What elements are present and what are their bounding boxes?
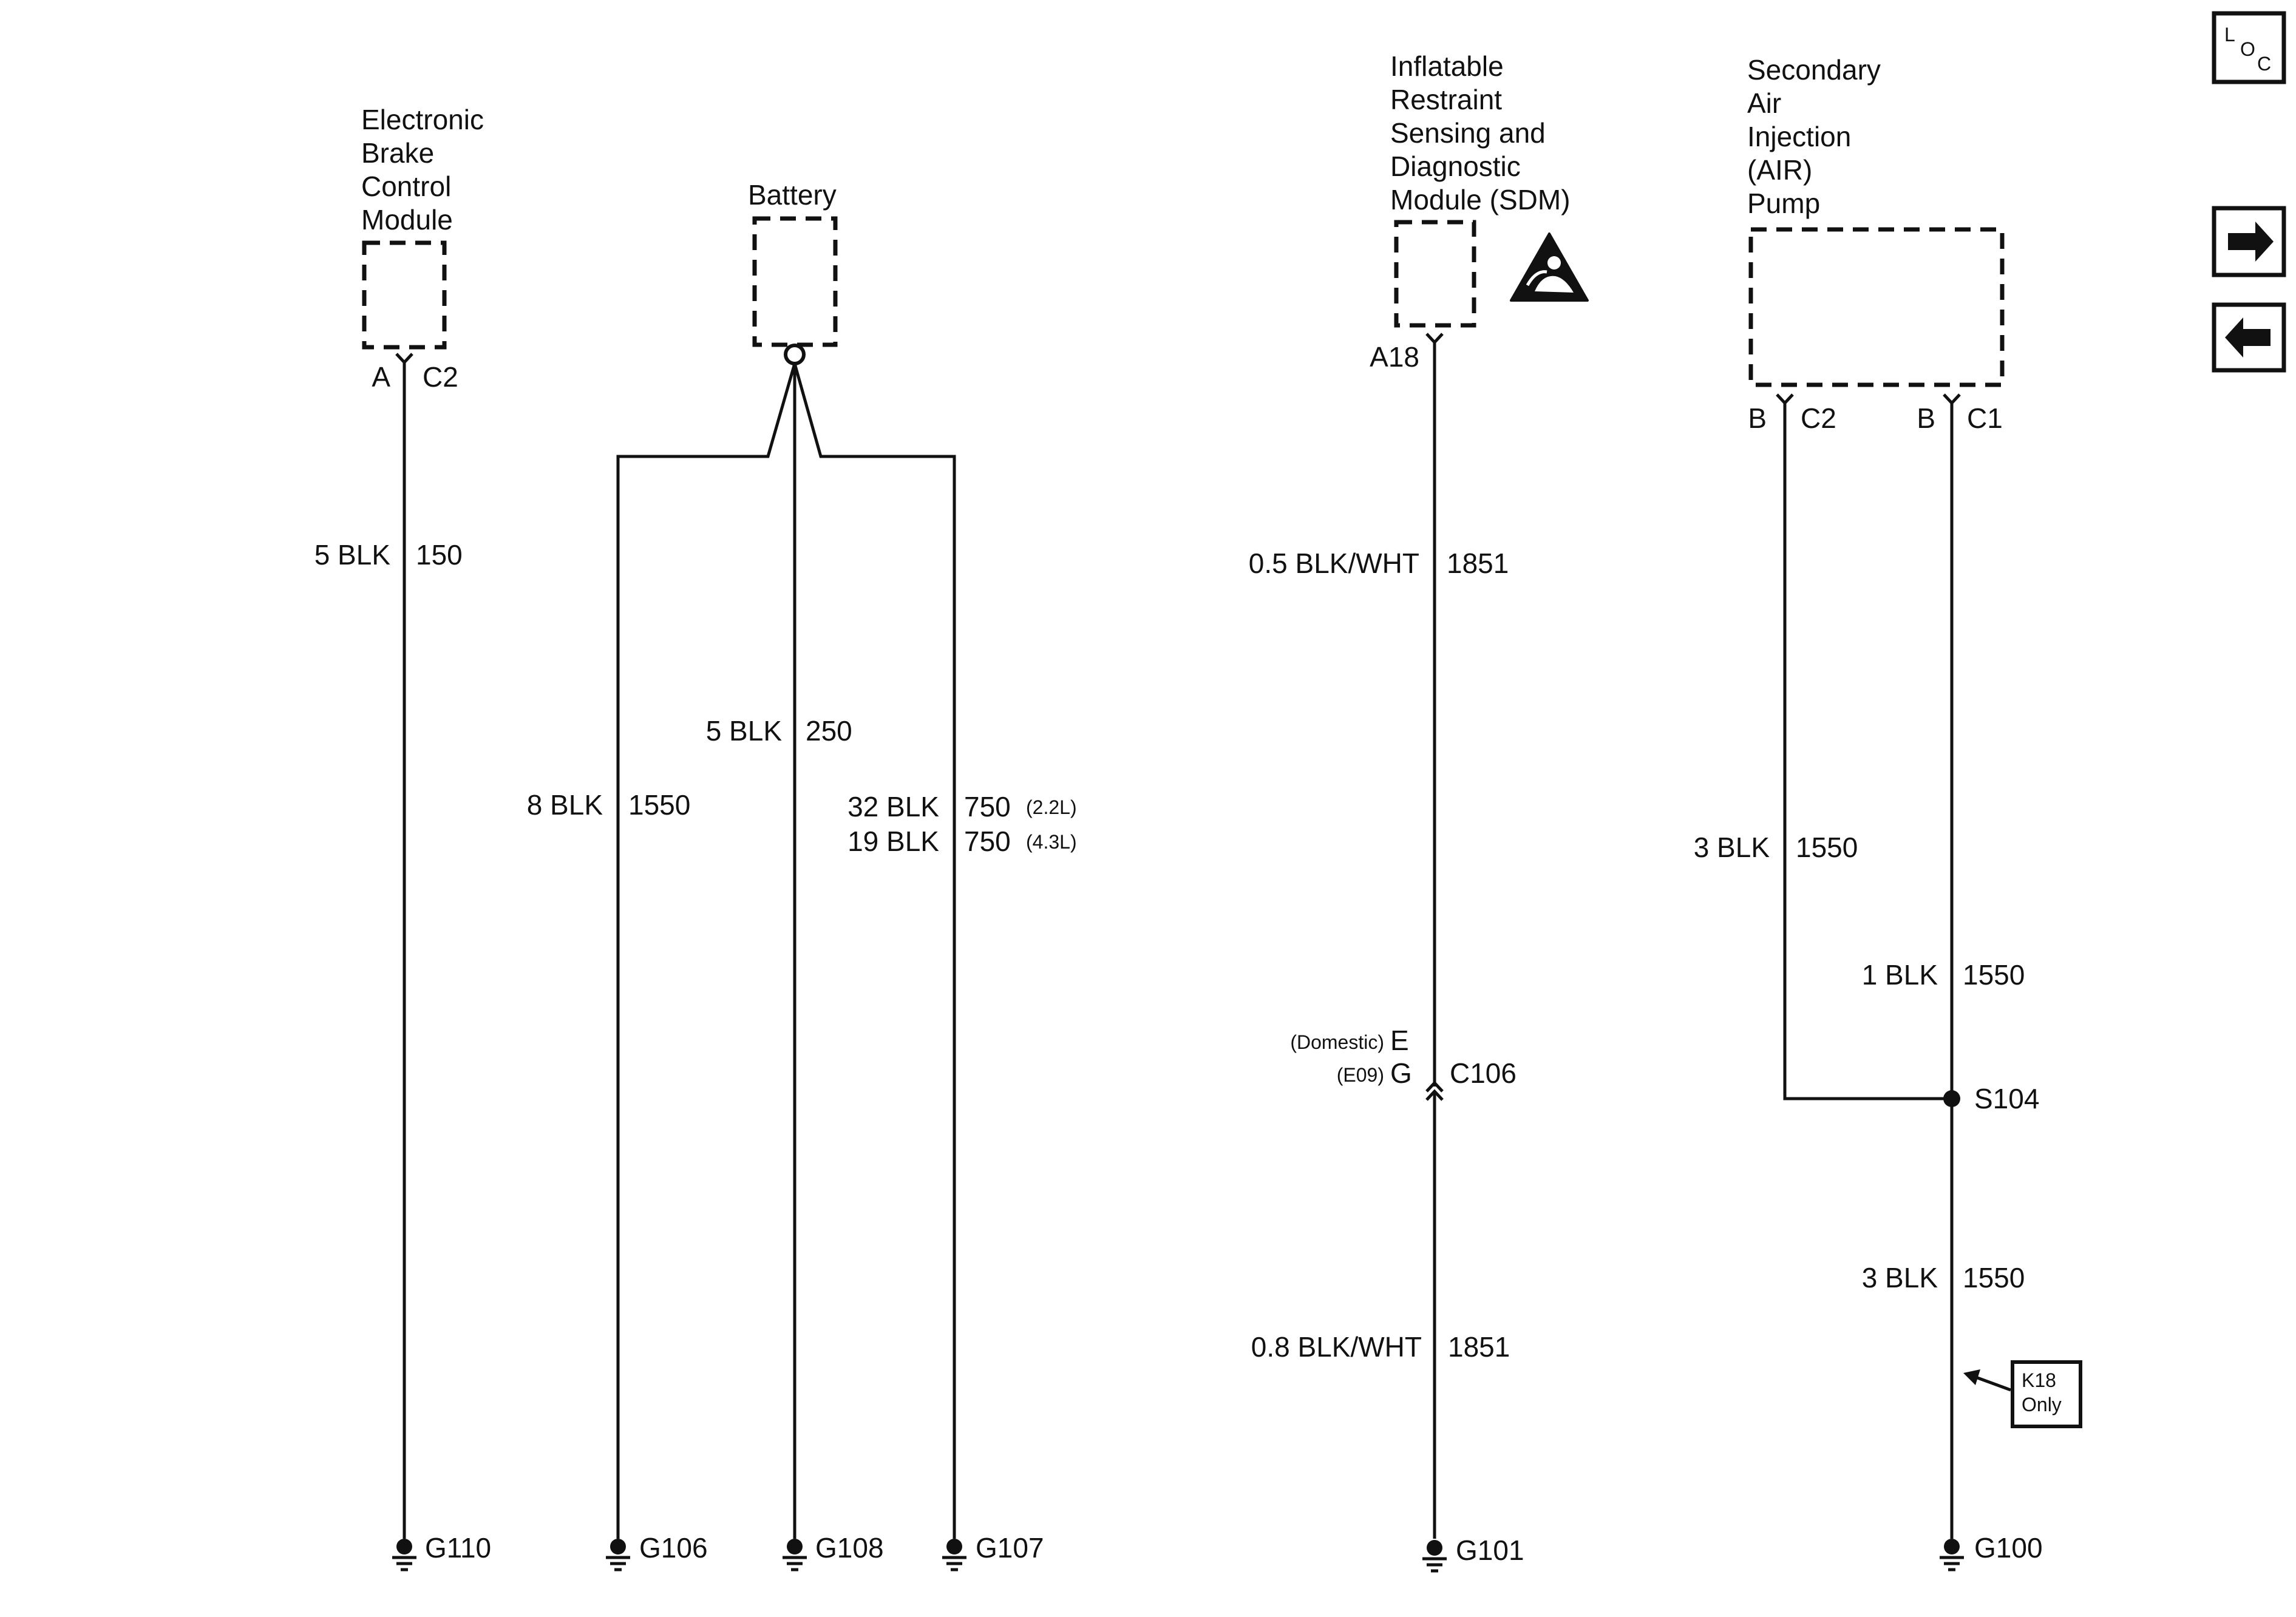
- ebcm-pin: A: [372, 361, 390, 393]
- ground-g100-label: G100: [1974, 1532, 2043, 1564]
- air-c2-wire-circuit: 1550: [1796, 832, 1858, 863]
- ebcm-component: Electronic Brake Control Module A C2: [361, 104, 484, 393]
- battery-g107-wire-b-size-color: 19 BLK: [847, 825, 939, 857]
- ebcm-wire-circuit: 150: [416, 539, 463, 571]
- battery-g107-wire-b-note: (4.3L): [1026, 831, 1077, 853]
- battery-g107-wire: [793, 363, 956, 1539]
- ground-g106-label: G106: [639, 1532, 708, 1564]
- sdm-lower-wire-circuit: 1851: [1448, 1331, 1510, 1363]
- air-pump-box: [1748, 227, 2005, 387]
- ground-g107-label: G107: [976, 1532, 1044, 1564]
- ground-g107: G107: [942, 1532, 1044, 1571]
- c106-e09-pin: G: [1390, 1057, 1412, 1089]
- ebcm-name-line-3: Control: [361, 171, 451, 202]
- c106-lower-chevron: [1425, 1089, 1444, 1101]
- battery-g107-wire-b-circuit: 750: [964, 825, 1011, 857]
- c106-e09-label: (E09): [1337, 1064, 1384, 1086]
- sdm-name-line-3: Sensing and: [1390, 117, 1546, 149]
- arrow-left-icon: [2225, 317, 2271, 358]
- sdm-box: [1394, 220, 1476, 328]
- location-button-frame[interactable]: [2212, 11, 2286, 84]
- sdm-pin: A18: [1370, 341, 1419, 373]
- k18-option-note: K18 Only: [1963, 1360, 2082, 1428]
- battery-g107-wire-a-size-color: 32 BLK: [847, 791, 939, 822]
- location-button-letter-l: L: [2224, 24, 2235, 46]
- sdm-upper-wire-size-color: 0.5 BLK/WHT: [1249, 547, 1419, 579]
- c106-domestic-label: (Domestic): [1290, 1031, 1384, 1053]
- air-pump-name-line-2: Air: [1747, 87, 1781, 119]
- k18-note-arrowhead: [1963, 1369, 1980, 1385]
- air-main-wire-circuit: 1550: [1963, 1262, 2025, 1293]
- ebcm-name-line-4: Module: [361, 204, 453, 236]
- sdm-lower-wire-size-color: 0.8 BLK/WHT: [1251, 1331, 1422, 1363]
- air-pump-name-line-5: Pump: [1747, 188, 1820, 219]
- ground-g110-label: G110: [425, 1532, 491, 1564]
- battery-box: [752, 216, 838, 347]
- battery-g106-wire-circuit: 1550: [628, 789, 690, 821]
- sdm-component: Inflatable Restraint Sensing and Diagnos…: [1370, 50, 1589, 373]
- ebcm-pin-symbol: [395, 353, 413, 365]
- air-pump-name-line-4: (AIR): [1747, 154, 1812, 186]
- next-page-button[interactable]: [2212, 206, 2286, 277]
- battery-component: Battery: [748, 179, 838, 365]
- battery-g106-wire-size-color: 8 BLK: [527, 789, 603, 821]
- airbag-warning-icon: [1510, 232, 1589, 302]
- sdm-name-line-4: Diagnostic: [1390, 151, 1521, 182]
- ground-g108: G108: [783, 1532, 884, 1571]
- k18-note-leader: [1974, 1375, 2011, 1392]
- ground-g101-label: G101: [1456, 1534, 1524, 1566]
- k18-note-line-2: Only: [2022, 1394, 2062, 1415]
- air-c2-wire-size-color: 3 BLK: [1694, 832, 1770, 863]
- sdm-name-line-5: Module (SDM): [1390, 184, 1571, 215]
- ground-g108-label: G108: [815, 1532, 884, 1564]
- location-button-letter-c: C: [2257, 53, 2271, 75]
- c106-upper-chevron: [1425, 1080, 1444, 1093]
- k18-note-line-1: K18: [2022, 1369, 2056, 1391]
- ebcm-connector: C2: [423, 361, 458, 393]
- battery-terminal: [784, 344, 806, 365]
- battery-g108-wire-size-color: 5 BLK: [706, 715, 783, 747]
- air-pump-c1-connector: C1: [1967, 402, 2003, 434]
- previous-page-button[interactable]: [2212, 302, 2286, 373]
- ground-g101: G101: [1422, 1534, 1524, 1573]
- c106-domestic-pin: E: [1390, 1025, 1409, 1056]
- location-button[interactable]: L O C: [2212, 11, 2286, 84]
- ground-g110: G110: [392, 1532, 491, 1571]
- air-c1-wire-circuit: 1550: [1963, 959, 2025, 991]
- c106-connector: (Domestic) E (E09) G C106: [1290, 1025, 1517, 1101]
- arrow-right-icon: [2228, 222, 2274, 262]
- sdm-name-line-1: Inflatable: [1390, 50, 1504, 82]
- s104-splice-label: S104: [1974, 1083, 2039, 1114]
- air-pump-c1-pin-symbol: [1943, 393, 1961, 405]
- ground-g106: G106: [606, 1532, 708, 1571]
- k18-note-box: [2011, 1360, 2082, 1428]
- ebcm-box: [362, 240, 447, 350]
- air-main-wire-size-color: 3 BLK: [1862, 1262, 1938, 1293]
- air-pump-c2-pin: B: [1748, 402, 1767, 434]
- air-c1-wire-size-color: 1 BLK: [1862, 959, 1938, 991]
- ebcm-wire-size-color: 5 BLK: [314, 539, 391, 571]
- air-pump-c2-pin-symbol: [1776, 393, 1794, 405]
- sdm-pin-symbol: [1425, 333, 1444, 345]
- sdm-name-line-2: Restraint: [1390, 84, 1502, 115]
- s104-splice-dot: [1943, 1090, 1960, 1107]
- battery-g107-wire-a-note: (2.2L): [1026, 796, 1077, 818]
- air-pump-name-line-1: Secondary: [1747, 54, 1881, 86]
- sdm-upper-wire-circuit: 1851: [1447, 547, 1509, 579]
- air-pump-name-line-3: Injection: [1747, 121, 1851, 152]
- air-pump-c1-pin: B: [1917, 402, 1935, 434]
- air-pump-component: Secondary Air Injection (AIR) Pump B C2 …: [1747, 54, 2005, 434]
- battery-g108-wire-circuit: 250: [806, 715, 852, 747]
- battery-name: Battery: [748, 179, 837, 211]
- c106-name: C106: [1450, 1057, 1517, 1089]
- ebcm-name-line-1: Electronic: [361, 104, 484, 135]
- air-pump-c2-wire: [1783, 403, 1952, 1100]
- battery-g106-wire: [616, 363, 796, 1539]
- ground-g100: G100: [1940, 1532, 2043, 1571]
- air-pump-c2-connector: C2: [1801, 402, 1836, 434]
- ebcm-name-line-2: Brake: [361, 137, 434, 169]
- location-button-letter-o: O: [2240, 38, 2255, 60]
- battery-g107-wire-a-circuit: 750: [964, 791, 1011, 822]
